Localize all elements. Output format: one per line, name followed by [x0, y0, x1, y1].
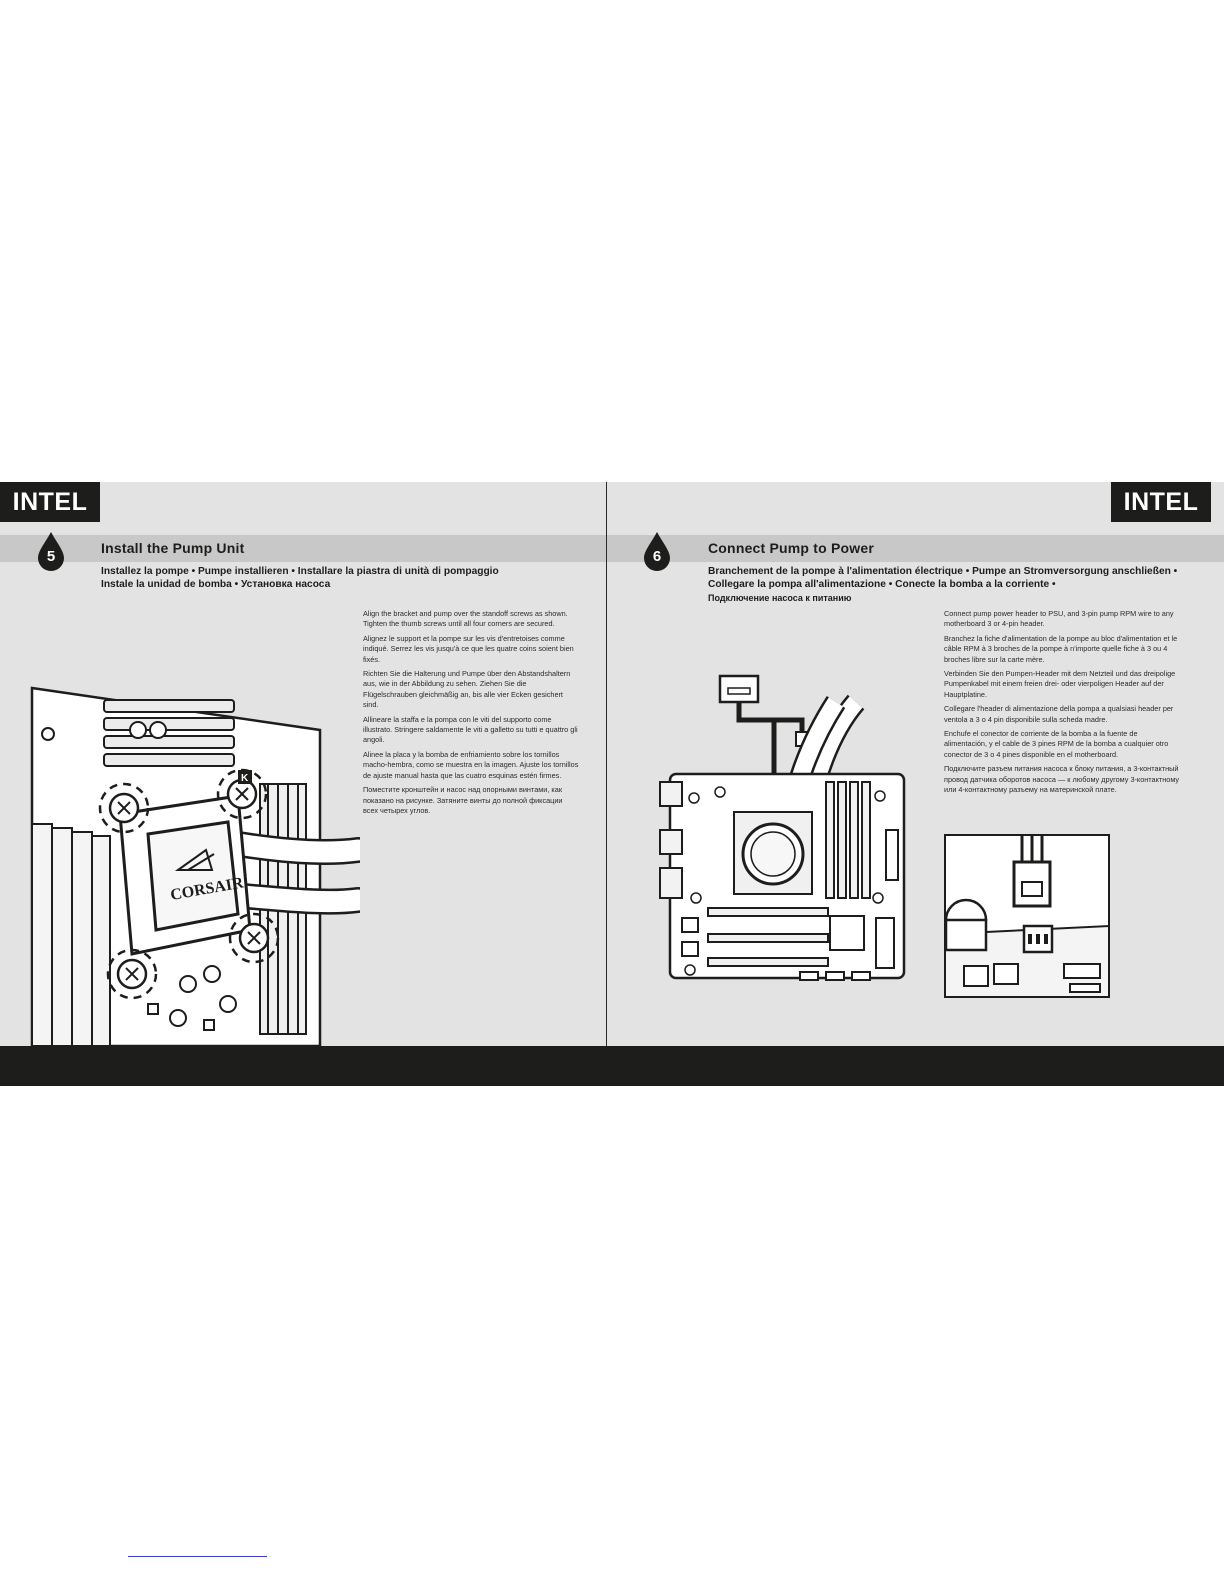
manual-spread: INTEL INTEL 5 Install the Pump Unit Inst…: [0, 482, 1224, 1086]
fan-header-inset-illustration: [944, 834, 1110, 998]
intel-tag-right: INTEL: [1111, 482, 1211, 522]
step-number: 5: [46, 548, 56, 565]
instruction-ru: Подключите разъем питания насоса к блоку…: [944, 764, 1180, 795]
footer-bar: [0, 1046, 1224, 1086]
instruction-it: Allineare la staffa e la pompa con le vi…: [363, 714, 578, 745]
instruction-de: Richten Sie die Halterung und Pumpe über…: [363, 669, 571, 710]
step-band-right: [607, 535, 1224, 562]
motherboard-wiring-illustration: [650, 672, 912, 996]
step-drop-icon: 6: [643, 531, 671, 571]
link-underline: [128, 1556, 267, 1557]
instruction-en: Align the bracket and pump over the stan…: [363, 609, 568, 629]
step-subtitle: Collegare la pompa all'alimentazione • C…: [708, 579, 1056, 590]
instruction-it: Collegare l'header di alimentazione dell…: [944, 704, 1174, 724]
step-number: 6: [652, 548, 662, 565]
instruction-de: Verbinden Sie den Pumpen-Header mit dem …: [944, 669, 1176, 699]
instruction-ru: Поместите кронштейн и насос над опорными…: [363, 785, 563, 815]
step-subtitle: Подключение насоса к питанию: [708, 593, 852, 603]
pump-install-illustration: CORSAIR: [28, 674, 360, 1046]
step-subtitle: Branchement de la pompe à l'alimentation…: [708, 566, 1178, 577]
step-subtitle: Installez la pompe • Pumpe installieren …: [101, 566, 499, 577]
instruction-es: Alinee la placa y la bomba de enfriamien…: [363, 749, 579, 780]
instruction-es: Enchufe el conector de corriente de la b…: [944, 729, 1169, 759]
instruction-en: Connect pump power header to PSU, and 3-…: [944, 609, 1174, 629]
step-band-left: [0, 535, 606, 562]
instructions-block: Align the bracket and pump over the stan…: [363, 609, 579, 820]
intel-tag-left: INTEL: [0, 482, 100, 522]
instruction-fr: Alignez le support et la pompe sur les v…: [363, 633, 574, 664]
instruction-fr: Branchez la fiche d'alimentation de la p…: [944, 633, 1178, 664]
step-drop-icon: 5: [37, 531, 65, 571]
step-subtitle: Instale la unidad de bomba • Установка н…: [101, 579, 331, 590]
page-divider: [606, 482, 607, 1046]
callout-label: K: [241, 773, 249, 784]
step-title: Install the Pump Unit: [101, 540, 245, 556]
step-title: Connect Pump to Power: [708, 540, 874, 556]
instructions-block: Connect pump power header to PSU, and 3-…: [944, 609, 1180, 800]
